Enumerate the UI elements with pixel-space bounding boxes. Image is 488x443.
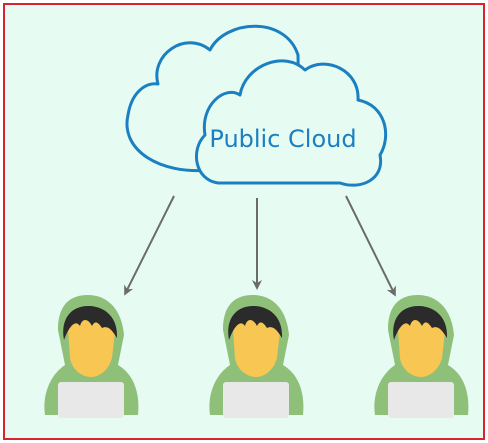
cloud-label: Public Cloud	[209, 125, 356, 153]
arrow-down-icon	[345, 195, 396, 297]
cloud-icon	[125, 24, 388, 187]
hooded-hacker-icon	[209, 295, 304, 418]
hooded-hacker-icon	[374, 295, 469, 418]
hooded-hacker-icon	[44, 295, 139, 418]
arrow-down-icon	[124, 195, 175, 296]
